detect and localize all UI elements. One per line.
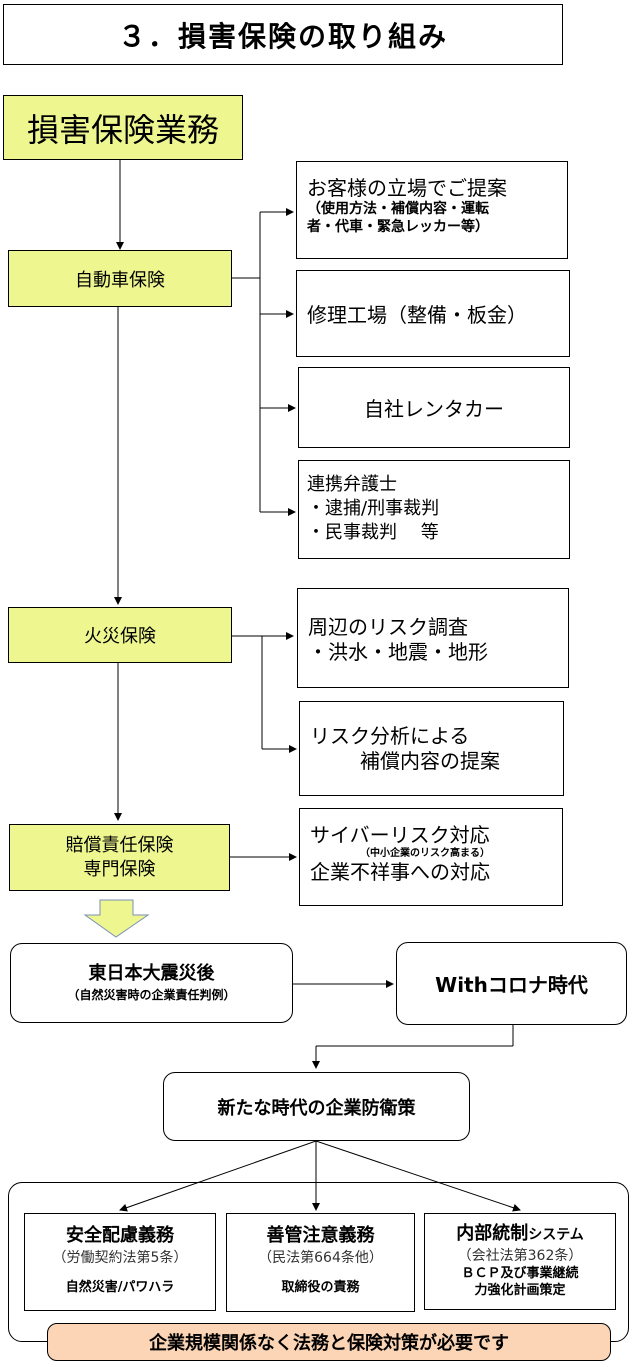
duty-safety-box: 安全配慮義務 （労働契約法第5条） 自然災害/パワハラ — [24, 1213, 216, 1311]
liability-insurance-box: 賠償責任保険 専門保険 — [9, 824, 230, 891]
cyber-risk-note: （中小企業のリスク高まる） — [360, 848, 490, 859]
duty-internal-note-line2: 力強化計画策定 — [474, 1283, 566, 1298]
fire-insurance-box: 火災保険 — [8, 607, 232, 663]
page-title-box: ３．損害保険の取り組み — [3, 4, 563, 65]
duty-safety-law: （労働契約法第5条） — [52, 1250, 188, 1266]
main-heading-box: 損害保険業務 — [3, 95, 243, 160]
risk-analysis-title: リスク分析による — [310, 724, 470, 748]
repair-shop-box: 修理工場（整備・板金） — [296, 270, 570, 357]
earthquake-note: （自然災害時の企業責任判例） — [67, 988, 236, 1002]
main-heading: 損害保険業務 — [26, 110, 219, 149]
risk-analysis-line2: 補償内容の提案 — [360, 749, 500, 773]
lawyer-title: 連携弁護士 — [307, 474, 397, 495]
rental-car-label: 自社レンタカー — [364, 397, 504, 421]
down-arrow-icon — [83, 899, 150, 938]
corona-box: Withコロナ時代 — [396, 942, 627, 1025]
auto-proposal-line2: （使用方法・補償内容・運転 — [307, 201, 489, 217]
earthquake-title: 東日本大震災後 — [88, 963, 215, 984]
auto-insurance-label: 自動車保険 — [75, 269, 165, 291]
corona-label: Withコロナ時代 — [435, 973, 588, 997]
duty-safety-title: 安全配慮義務 — [66, 1225, 174, 1246]
page-title: ３．損害保険の取り組み — [117, 19, 448, 53]
risk-survey-box: 周辺のリスク調査 ・洪水・地震・地形 — [297, 588, 569, 688]
cyber-risk-title: サイバーリスク対応 — [310, 823, 490, 847]
duty-care-note: 取締役の責務 — [281, 1280, 360, 1295]
repair-shop-label: 修理工場（整備・板金） — [307, 303, 527, 327]
duty-care-law: （民法第664条他） — [258, 1250, 383, 1266]
duty-internal-title-row: 内部統制システム — [425, 1222, 615, 1247]
cyber-risk-box: サイバーリスク対応 （中小企業のリスク高まる） 企業不祥事への対応 — [299, 808, 563, 906]
duty-internal-box: 内部統制システム （会社法第362条） ＢＣＰ及び事業継続 力強化計画策定 — [424, 1213, 616, 1310]
new-era-box: 新たな時代の企業防衛策 — [163, 1072, 470, 1141]
new-era-label: 新たな時代の企業防衛策 — [217, 1097, 416, 1119]
auto-proposal-title: お客様の立場でご提案 — [307, 176, 507, 200]
duty-care-box: 善管注意義務 （民法第664条他） 取締役の責務 — [226, 1213, 415, 1312]
liability-label-line2: 専門保険 — [83, 858, 156, 880]
risk-survey-title: 周辺のリスク調査 — [308, 615, 468, 639]
conclusion-banner: 企業規模関係なく法務と保険対策が必要です — [47, 1323, 611, 1361]
fire-insurance-label: 火災保険 — [84, 626, 156, 647]
rental-car-box: 自社レンタカー — [298, 367, 570, 448]
risk-analysis-box: リスク分析による 補償内容の提案 — [299, 701, 564, 796]
duty-internal-title-suffix: システム — [528, 1227, 584, 1243]
risk-survey-line2: ・洪水・地震・地形 — [308, 640, 488, 664]
duty-safety-note: 自然災害/パワハラ — [65, 1280, 175, 1295]
auto-insurance-box: 自動車保険 — [8, 250, 232, 307]
cyber-risk-line2: 企業不祥事への対応 — [310, 860, 490, 884]
duty-internal-note-line1: ＢＣＰ及び事業継続 — [461, 1266, 579, 1281]
duty-care-title: 善管注意義務 — [266, 1225, 375, 1246]
auto-proposal-line3: 者・代車・緊急レッカー等） — [307, 219, 489, 235]
liability-label-line1: 賠償責任保険 — [65, 834, 174, 856]
auto-proposal-box: お客様の立場でご提案 （使用方法・補償内容・運転 者・代車・緊急レッカー等） — [296, 161, 568, 259]
lawyer-line2: ・逮捕/刑事裁判 — [307, 498, 440, 519]
duty-internal-title: 内部統制 — [456, 1223, 529, 1244]
lawyer-box: 連携弁護士 ・逮捕/刑事裁判 ・民事裁判 等 — [298, 460, 570, 559]
conclusion-banner-text: 企業規模関係なく法務と保険対策が必要です — [149, 1333, 509, 1354]
duty-internal-law: （会社法第362条） — [457, 1248, 583, 1264]
earthquake-box: 東日本大震災後 （自然災害時の企業責任判例） — [10, 943, 293, 1023]
lawyer-line3: ・民事裁判 等 — [307, 522, 439, 543]
